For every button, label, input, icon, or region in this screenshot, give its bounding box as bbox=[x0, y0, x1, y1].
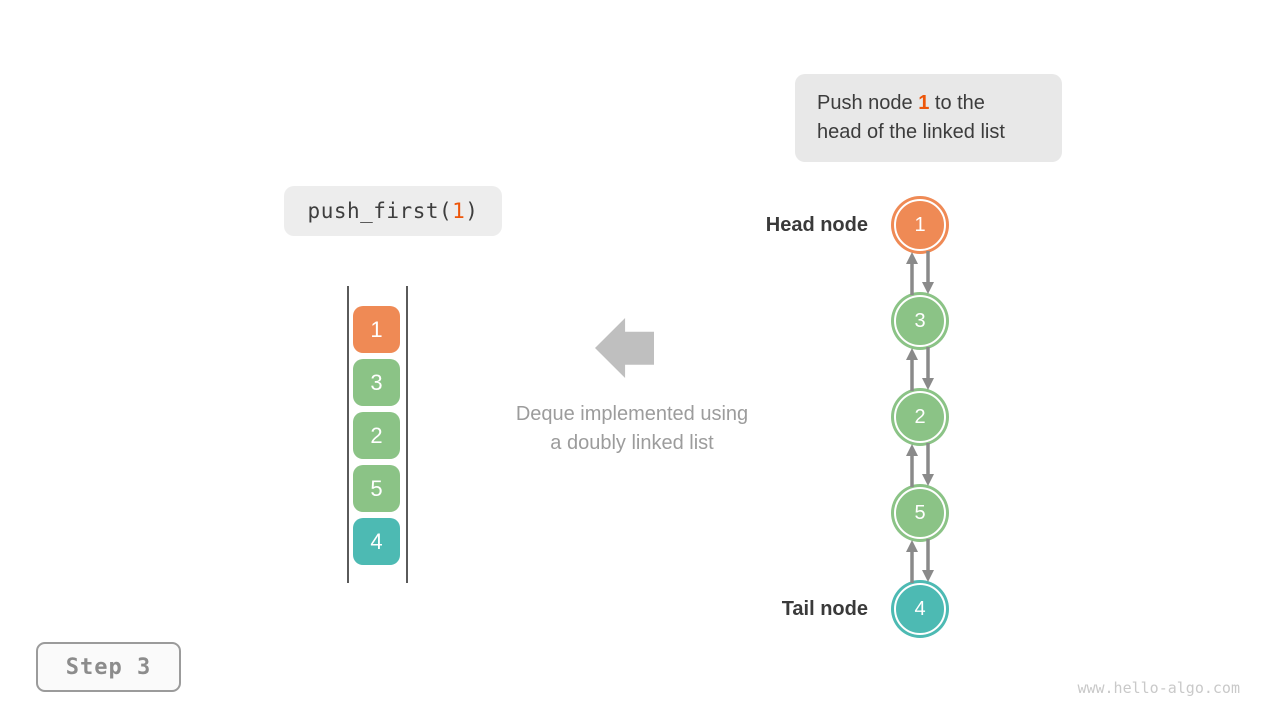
list-node: 2 bbox=[894, 391, 946, 443]
deque-item: 2 bbox=[353, 412, 400, 459]
deque-item: 5 bbox=[353, 465, 400, 512]
list-node-tail: 4 bbox=[894, 583, 946, 635]
list-node: 5 bbox=[894, 487, 946, 539]
deque-item: 3 bbox=[353, 359, 400, 406]
deque-item: 1 bbox=[353, 306, 400, 353]
annotation-line2: head of the linked list bbox=[817, 121, 1005, 143]
bidirectional-arrow-icon bbox=[906, 539, 934, 583]
code-call-prefix: push_first( bbox=[307, 199, 453, 223]
annotation-text: to the bbox=[929, 92, 985, 114]
caption-line2: a doubly linked list bbox=[550, 432, 714, 454]
code-call-suffix: ) bbox=[465, 199, 479, 223]
stack-wall-left bbox=[347, 286, 349, 583]
left-block-arrow-icon bbox=[595, 318, 654, 378]
tail-node-label: Tail node bbox=[781, 598, 868, 620]
list-node-head: 1 bbox=[894, 199, 946, 251]
annotation-line1: Push node 1 to the bbox=[817, 89, 1062, 118]
caption-line1: Deque implemented using bbox=[515, 403, 749, 425]
annotation-box: Push node 1 to the head of the linked li… bbox=[795, 74, 1062, 162]
bidirectional-arrow-icon bbox=[906, 347, 934, 391]
deque-caption: Deque implemented using a doubly linked … bbox=[447, 400, 817, 458]
step-badge: Step 3 bbox=[36, 642, 181, 692]
deque-item: 4 bbox=[353, 518, 400, 565]
bidirectional-arrow-icon bbox=[906, 443, 934, 487]
list-node: 3 bbox=[894, 295, 946, 347]
bidirectional-arrow-icon bbox=[906, 251, 934, 295]
annotation-highlight-value: 1 bbox=[918, 92, 930, 114]
code-call-arg: 1 bbox=[452, 199, 466, 223]
annotation-text: Push node bbox=[817, 92, 919, 114]
watermark-url: www.hello-algo.com bbox=[1077, 679, 1240, 697]
head-node-label: Head node bbox=[765, 214, 868, 236]
stack-wall-right bbox=[406, 286, 408, 583]
code-call-box: push_first(1) bbox=[284, 186, 502, 236]
